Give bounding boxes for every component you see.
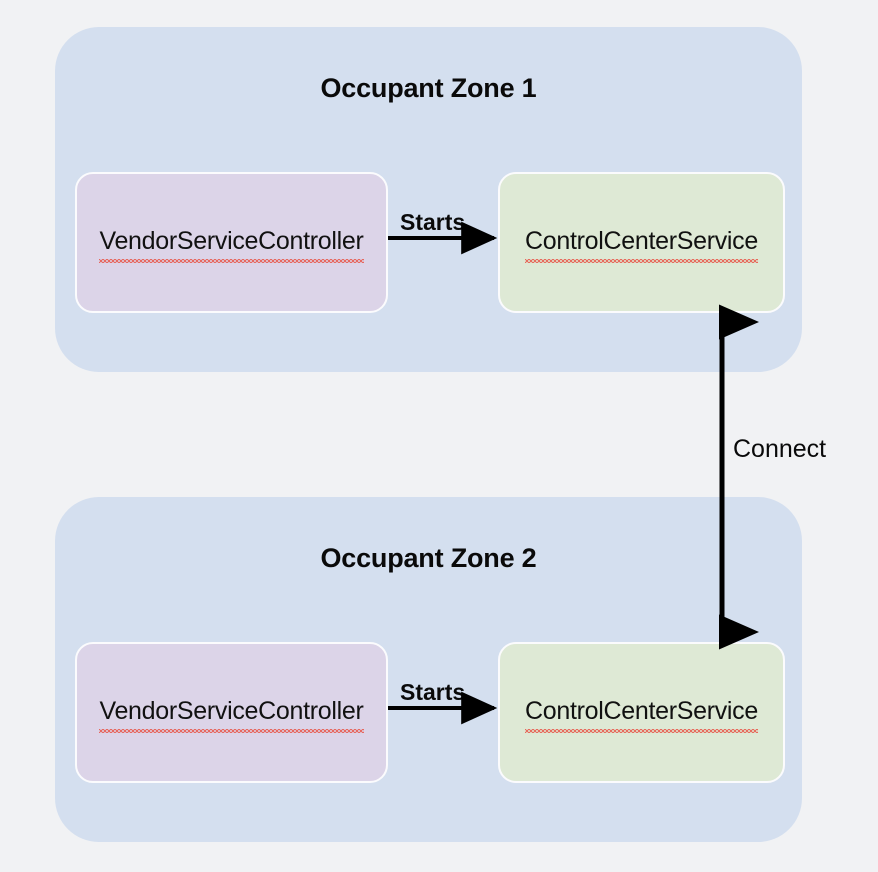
- edge-label-starts-1: Starts: [400, 209, 466, 235]
- node-control-center-service-2[interactable]: ControlCenterService: [498, 642, 785, 783]
- node-label: ControlCenterService: [525, 697, 758, 733]
- node-label: VendorServiceController: [99, 697, 364, 733]
- zone-container-2: Occupant Zone 2 VendorServiceController …: [55, 497, 802, 842]
- zone-title-2: Occupant Zone 2: [320, 543, 537, 573]
- node-label: VendorServiceController: [99, 227, 364, 263]
- edge-label-starts-2: Starts: [400, 679, 466, 705]
- zone-title-1: Occupant Zone 1: [320, 73, 537, 103]
- zone-container-1: Occupant Zone 1 VendorServiceController …: [55, 27, 802, 372]
- edge-label-connect: Connect: [733, 435, 827, 463]
- node-vendor-service-controller-2[interactable]: VendorServiceController: [75, 642, 388, 783]
- node-label: ControlCenterService: [525, 227, 758, 263]
- node-vendor-service-controller-1[interactable]: VendorServiceController: [75, 172, 388, 313]
- node-control-center-service-1[interactable]: ControlCenterService: [498, 172, 785, 313]
